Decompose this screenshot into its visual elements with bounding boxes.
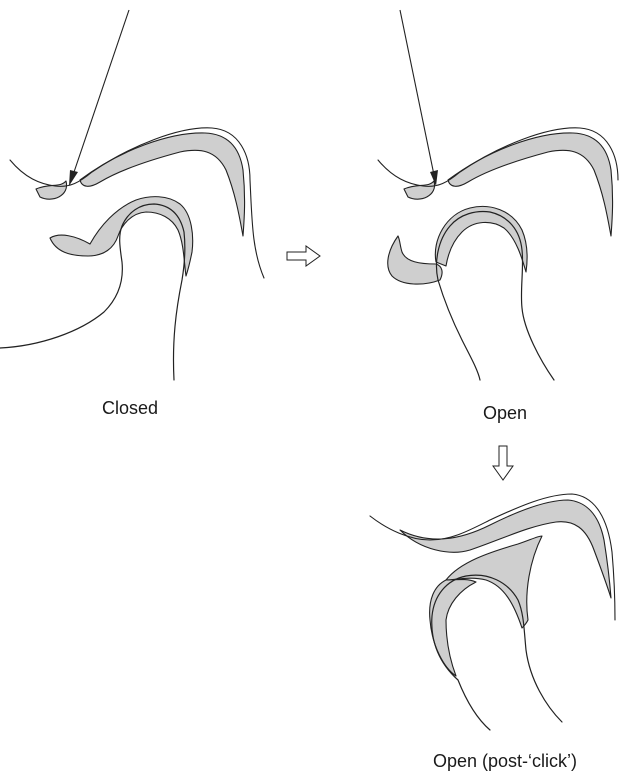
open-disc-anterior-hook [388, 236, 442, 284]
label-closed: Closed [102, 399, 158, 417]
transition-arrow-down [493, 446, 513, 480]
closed-disc-posterior [36, 181, 67, 199]
label-open: Open [483, 404, 527, 422]
open-pointer-line [400, 10, 434, 175]
panel-post-click [370, 494, 615, 730]
label-post-click: Open (post-‘click’) [433, 752, 577, 770]
open-disc-posterior [404, 181, 435, 199]
transition-arrow-right [287, 246, 320, 266]
closed-condyle-disc [50, 197, 193, 276]
closed-pointer-line [73, 10, 129, 175]
closed-disc-band [80, 133, 245, 236]
panel-open [378, 10, 618, 380]
open-condyle-disc [435, 206, 527, 272]
panel-closed [0, 10, 264, 380]
closed-condyle-outline [0, 204, 185, 380]
post-condyle-rim [430, 580, 476, 677]
